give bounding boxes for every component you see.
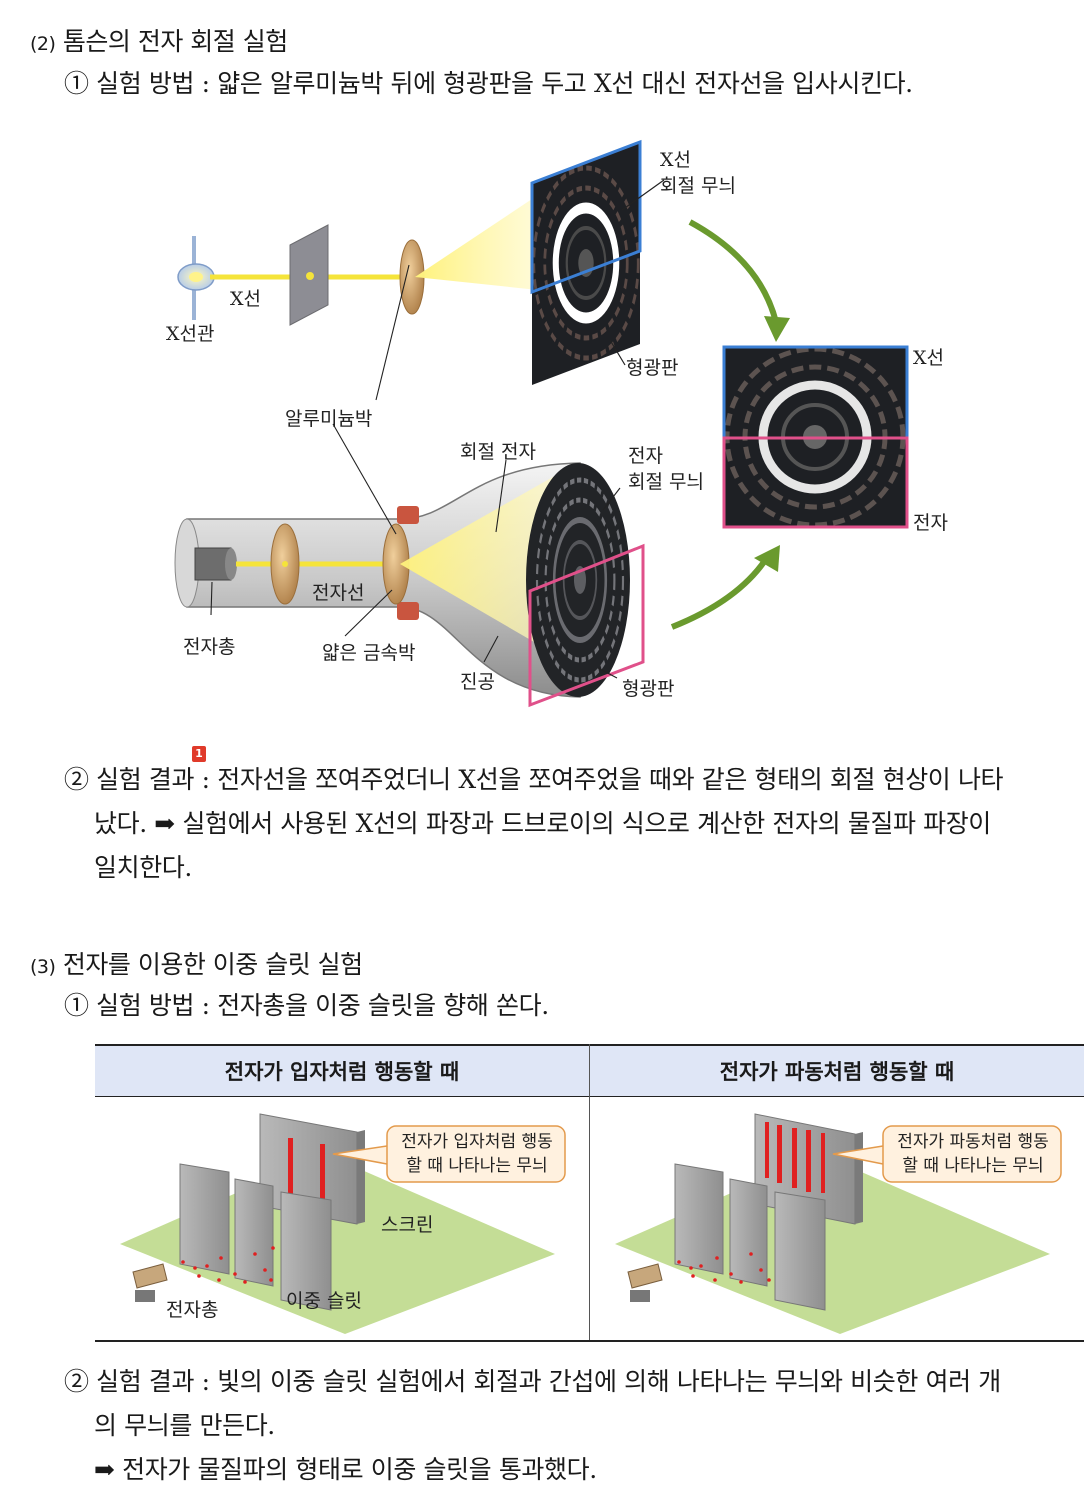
screen-bottom-label: 형광판	[622, 678, 675, 700]
curved-arrow-icon	[670, 545, 780, 630]
section-2-heading: (2) 톰슨의 전자 회절 실험	[30, 22, 288, 58]
result-text: ② 실험 결과 : 전자선을 쪼여주었더니 X선을 쪼여주었을 때와 같은 형태…	[64, 765, 1004, 882]
electron-gun-label: 전자총	[183, 636, 236, 658]
screen-top-label: 형광판	[626, 357, 679, 379]
method-text: ① 실험 방법 : 전자총을 이중 슬릿을 향해 쏜다.	[64, 991, 549, 1020]
section-title: 전자를 이용한 이중 슬릿 실험	[62, 950, 363, 979]
slit-plate	[289, 224, 329, 326]
method-text: ① 실험 방법 : 얇은 알루미늄박 뒤에 형광판을 두고 X선 대신 전자선을…	[64, 69, 913, 98]
particle-panel	[120, 1113, 566, 1334]
curved-arrow-icon	[688, 219, 790, 342]
double-slit-table: 전자가 입자처럼 행동할 때 전자가 파동처럼 행동할 때	[95, 1044, 1084, 1342]
xray-screen	[530, 139, 642, 385]
compare-xray-label: X선	[913, 347, 945, 369]
xray-tube-icon	[177, 236, 215, 320]
electron-beam-label: 전자선	[312, 582, 365, 604]
electron-tube	[174, 462, 645, 708]
section-3-heading: (3) 전자를 이용한 이중 슬릿 실험	[30, 945, 363, 981]
particle-pattern	[288, 1138, 325, 1202]
double-slit-illustration	[120, 1113, 1062, 1334]
xray-tube-label: X선관	[166, 323, 215, 345]
vacuum-label: 진공	[460, 671, 495, 693]
comparison-panel	[722, 345, 909, 529]
wave-panel	[615, 1113, 1062, 1334]
col2-header: 전자가 파동처럼 행동할 때	[719, 1060, 955, 1084]
compare-electron-label: 전자	[913, 512, 948, 534]
electron-gun-label: 전자총	[166, 1299, 219, 1321]
table-bottom-rule	[95, 1340, 1084, 1342]
diffracted-electron-label: 회절 전자	[460, 441, 536, 463]
col1-header: 전자가 입자처럼 행동할 때	[224, 1060, 460, 1084]
aluminum-foil-label: 알루미늄박	[285, 408, 373, 430]
thin-metal-foil-label: 얇은 금속박	[322, 642, 416, 664]
thomson-diffraction-figure	[174, 139, 909, 708]
screen-label: 스크린	[381, 1214, 434, 1236]
result-text: ② 실험 결과 : 빛의 이중 슬릿 실험에서 회절과 간섭에 의해 나타나는 …	[64, 1367, 1001, 1484]
section-number: (3)	[30, 956, 56, 978]
note-badge: 1	[192, 746, 206, 762]
section-title: 톰슨의 전자 회절 실험	[62, 27, 288, 56]
electron-gun-icon	[627, 1263, 663, 1302]
section-number: (2)	[30, 33, 56, 55]
double-slit-label: 이중 슬릿	[286, 1290, 362, 1312]
column-divider	[589, 1044, 590, 1342]
xray-cone	[415, 195, 538, 290]
interference-pattern	[765, 1122, 825, 1193]
xray-label: X선	[230, 288, 262, 310]
electron-gun-icon	[132, 1263, 168, 1302]
